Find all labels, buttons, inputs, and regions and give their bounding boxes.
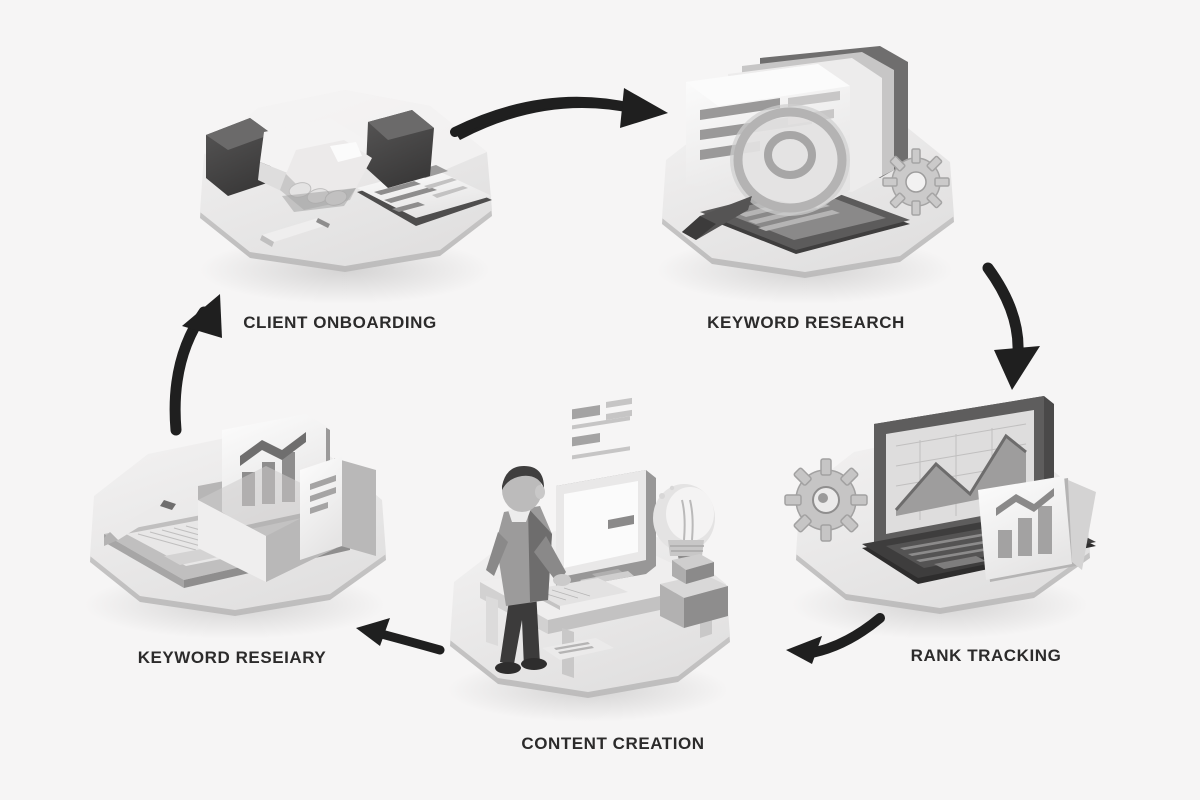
label-keyword-reseiary: KEYWORD RESEIARY bbox=[122, 648, 342, 668]
label-text-content-creation: CONTENT CREATION bbox=[521, 734, 705, 753]
person-icon bbox=[486, 466, 571, 674]
label-content-creation: CONTENT CREATION bbox=[493, 734, 733, 754]
bar-chart-card-icon bbox=[978, 476, 1096, 582]
label-text-keyword-research: KEYWORD RESEARCH bbox=[707, 313, 905, 332]
paper-icon bbox=[542, 638, 614, 660]
magnifier-icon bbox=[682, 104, 850, 240]
monitor-icon bbox=[556, 397, 656, 590]
books-box-icon bbox=[660, 554, 728, 628]
label-rank-tracking: RANK TRACKING bbox=[886, 646, 1086, 666]
document-stand-icon bbox=[300, 456, 376, 560]
arrow-tracking-to-content bbox=[786, 613, 885, 664]
node-art-rank-tracking bbox=[784, 396, 1096, 639]
gear-icon bbox=[882, 148, 950, 216]
label-text-rank-tracking: RANK TRACKING bbox=[910, 646, 1062, 665]
arrow-research-to-tracking bbox=[982, 262, 1040, 390]
label-text-keyword-reseiary: KEYWORD RESEIARY bbox=[137, 648, 327, 667]
arrow-reseiary-to-onboarding bbox=[169, 294, 222, 436]
handshake-icon bbox=[206, 110, 434, 212]
arrow-onboarding-to-research bbox=[450, 88, 668, 140]
clipboard-icon bbox=[357, 165, 492, 226]
node-art-keyword-reseiary bbox=[85, 414, 386, 639]
label-keyword-research: KEYWORD RESEARCH bbox=[606, 313, 1006, 333]
gear-icon bbox=[784, 458, 868, 542]
node-art-content-creation bbox=[448, 397, 730, 722]
pen-icon bbox=[104, 498, 176, 546]
node-art-keyword-research bbox=[657, 46, 954, 304]
label-text-client-onboarding: CLIENT ONBOARDING bbox=[243, 313, 437, 332]
arrow-content-to-reseiary bbox=[356, 618, 445, 655]
label-client-onboarding: CLIENT ONBOARDING bbox=[0, 313, 680, 333]
node-art-client-onboarding bbox=[200, 90, 492, 304]
pen-icon bbox=[260, 218, 330, 247]
